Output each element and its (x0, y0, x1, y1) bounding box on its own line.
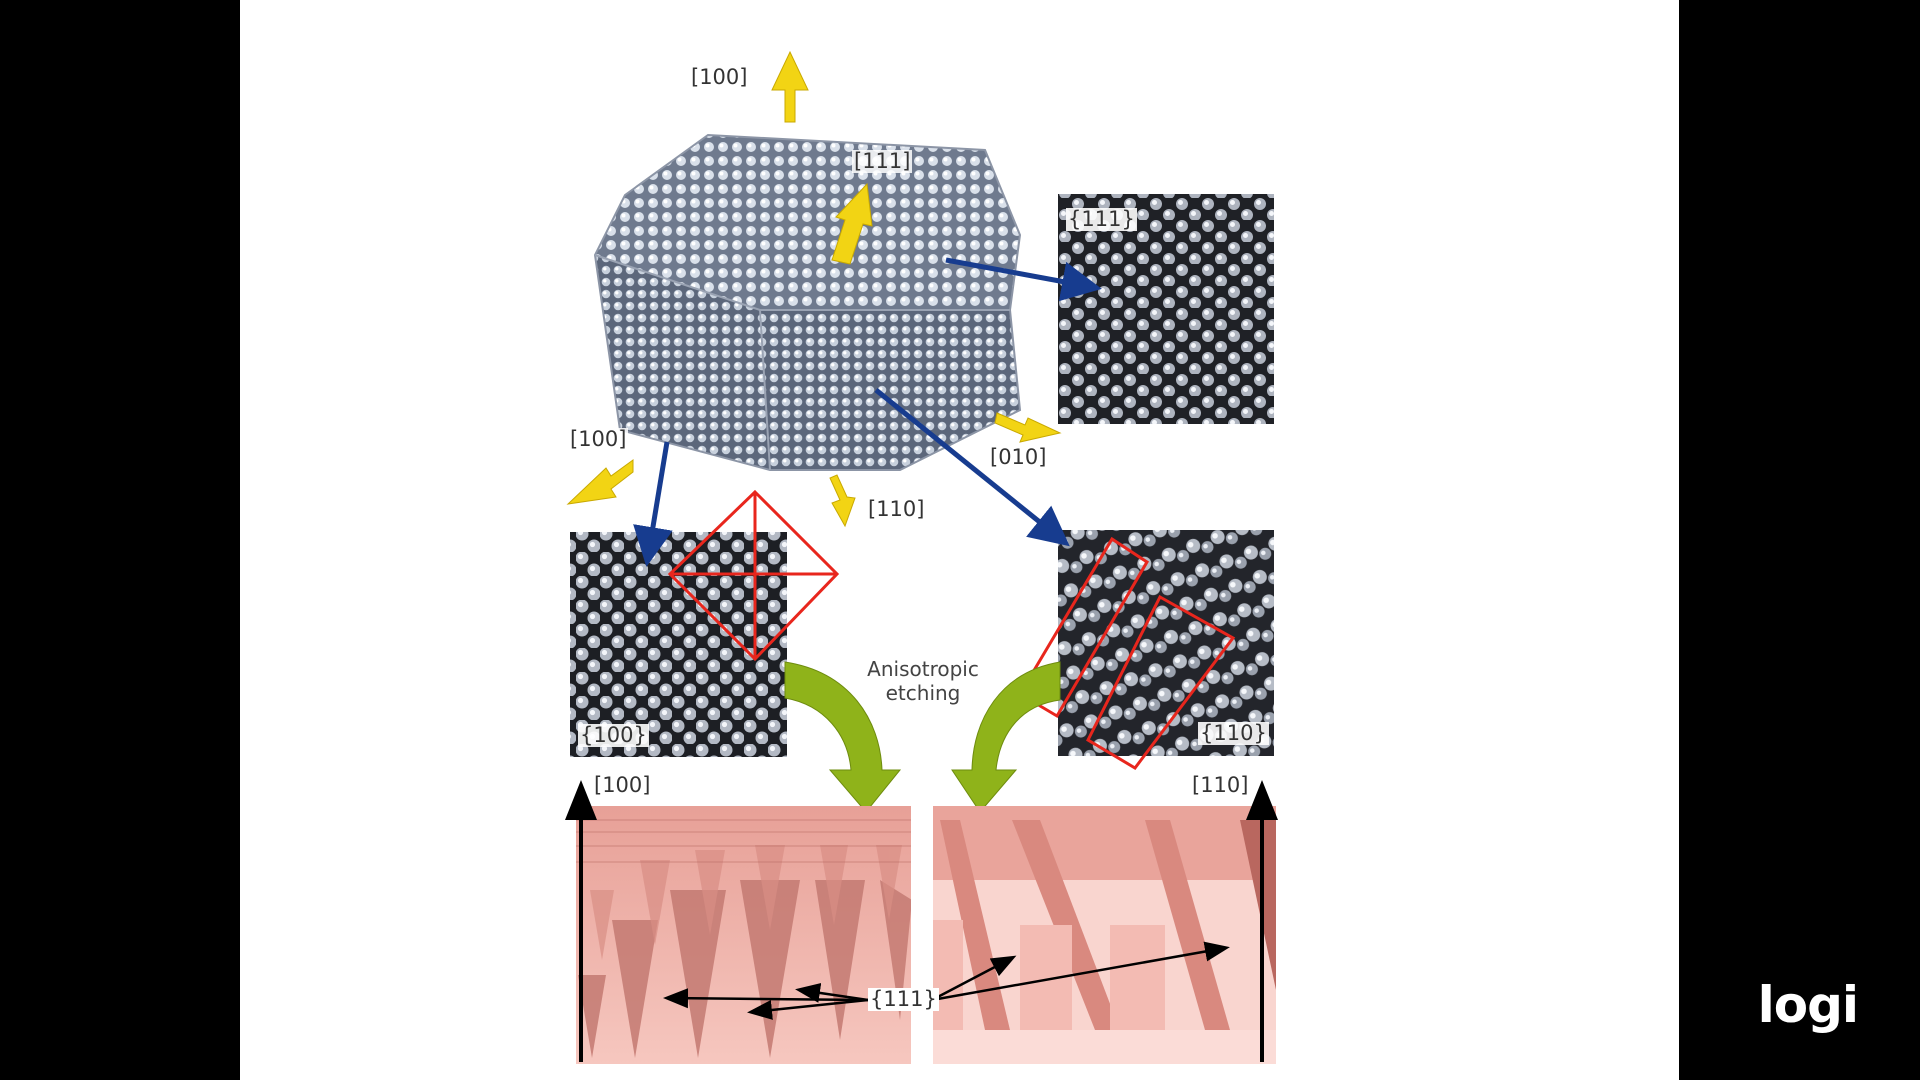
axis-label-100-left: [100] (568, 427, 629, 451)
arrow-100-left (566, 459, 634, 505)
arrow-111 (831, 182, 873, 265)
plane-panel-111 (1058, 194, 1274, 424)
pointer-to-100 (633, 441, 673, 567)
highlight-rows-110 (1017, 536, 1236, 770)
etch-arrow-left (784, 661, 902, 813)
facet-pointers (663, 941, 1230, 1020)
pointer-arrows (633, 257, 1102, 567)
height-axis-label-110: [110] (1192, 773, 1249, 797)
highlight-octahedron (667, 489, 840, 662)
caption-line-1: Anisotropic (867, 657, 979, 681)
etch-arrow-right (951, 661, 1061, 813)
plane-label-110: {110} (1198, 721, 1269, 745)
etched-surface-100 (576, 806, 911, 1064)
plane-label-100: {100} (578, 723, 649, 747)
axis-label-100-top: [100] (689, 65, 750, 89)
logi-logo: logi (1757, 976, 1859, 1034)
height-axis-label-100: [100] (594, 773, 651, 797)
crystal-block (593, 133, 1022, 471)
etching-caption: Anisotropic etching (858, 657, 988, 705)
pointer-to-110 (874, 388, 1070, 547)
axis-arrows (566, 50, 1062, 528)
etch-arrows (784, 661, 1061, 813)
arrow-100-up (771, 50, 809, 123)
facet-label-111: {111} (868, 987, 939, 1011)
pointer-to-111 (945, 257, 1102, 302)
crystal-diagram (565, 50, 1278, 1064)
etched-surface-110 (933, 806, 1276, 1064)
caption-line-2: etching (885, 681, 961, 705)
arrow-110 (829, 474, 856, 528)
height-axes (565, 780, 1278, 1062)
axis-label-111: [111] (852, 149, 913, 173)
plane-panel-100 (570, 532, 787, 757)
slide-canvas: [100] [111] [100] [010] [110] {111} {100… (240, 0, 1679, 1080)
axis-label-010: [010] (988, 445, 1049, 469)
plane-label-111: {111} (1066, 207, 1137, 231)
arrow-010 (994, 412, 1062, 443)
axis-label-110: [110] (866, 497, 927, 521)
